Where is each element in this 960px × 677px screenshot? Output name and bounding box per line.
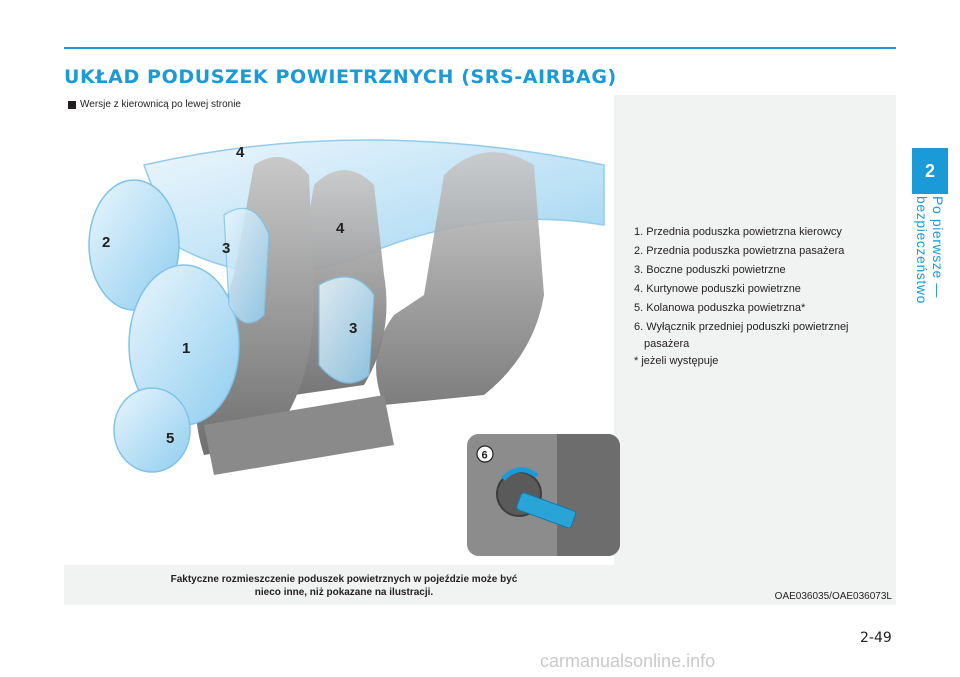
square-bullet-icon [68,100,76,109]
knee-airbag-shape [113,387,191,473]
seat-cushion-shape [204,395,394,475]
callout-4b: 4 [336,220,345,237]
chapter-tab: 2 [912,148,948,194]
legend: 1. Przednia poduszka powietrzna kierowcy… [634,223,884,371]
switch-inset: 6 [467,434,620,556]
legend-item-6-cont: pasażera [644,338,690,350]
passenger-side-airbag-shape [318,276,375,384]
watermark: carmanualsonline.info [540,651,716,671]
figure-code: OAE036035/OAE036073L [774,591,892,602]
caption-line-2: nieco inne, niż pokazane na ilustracji. [254,587,434,598]
rear-seat-shape [376,152,544,405]
page-title: UKŁAD PODUSZEK POWIETRZNYCH (SRS-AIRBAG) [64,66,617,88]
chapter-title: Po pierwsze — bezpieczeństwo [914,196,946,305]
variant-label: Wersje z kierownicą po lewej stronie [68,99,241,110]
legend-item-4: 4. Kurtynowe poduszki powietrzne [634,283,801,295]
page-number: 2-49 [860,630,892,646]
driver-side-airbag-shape [223,207,270,324]
callout-6: 6 [482,450,488,462]
legend-item-3: 3. Boczne poduszki powietrzne [634,264,786,276]
legend-item-6: 6. Wyłącznik przedniej poduszki powietrz… [634,318,884,352]
airbag-drawing: 1 2 3 3 4 4 5 [88,139,605,475]
callout-2: 2 [102,234,110,251]
legend-item-1: 1. Przednia poduszka powietrzna kierowcy [634,226,842,238]
callout-4a: 4 [236,144,245,161]
callout-3b: 3 [349,320,357,337]
switch-drawing: 6 [467,434,620,556]
legend-note: * jeżeli występuje [634,355,719,367]
caption-line-1: Faktyczne rozmieszczenie poduszek powiet… [170,574,518,585]
figure-panel: 1 2 3 3 4 4 5 Wersje z kierownicą po lew… [64,95,896,605]
callout-5: 5 [166,430,174,447]
top-rule [64,47,896,49]
figure-caption: Faktyczne rozmieszczenie poduszek powiet… [124,573,564,599]
callout-1: 1 [182,340,190,357]
legend-item-6-text: 6. Wyłącznik przedniej poduszki powietrz… [634,321,849,333]
legend-item-5: 5. Kolanowa poduszka powietrzna* [634,302,806,314]
callout-3a: 3 [222,240,230,257]
variant-label-text: Wersje z kierownicą po lewej stronie [80,99,241,110]
airbag-illustration: 1 2 3 3 4 4 5 Wersje z kierownicą po lew… [64,95,614,565]
legend-item-2: 2. Przednia poduszka powietrzna pasażera [634,245,845,257]
